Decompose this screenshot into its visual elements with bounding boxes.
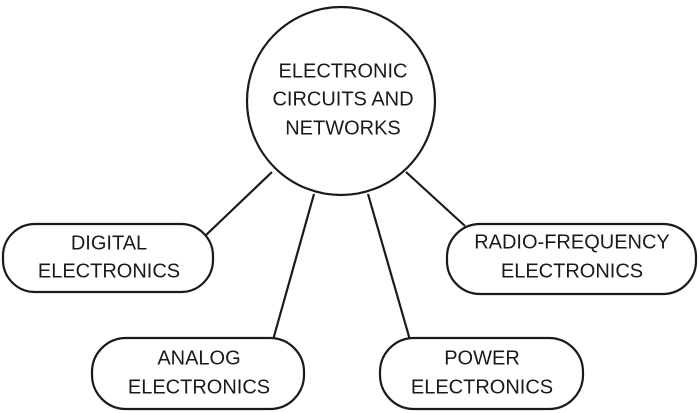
node-digital-label-line-2: ELECTRONICS [38,260,180,282]
node-analog-label-line-2: ELECTRONICS [128,376,270,398]
node-power-box [378,336,585,411]
center-node: ELECTRONIC CIRCUITS AND NETWORKS [245,5,437,197]
node-analog-label-line-1: ANALOG [157,347,240,369]
node-rf-electronics: RADIO-FREQUENCY ELECTRONICS [445,222,698,296]
node-digital-label-line-1: DIGITAL [71,232,147,254]
connector-center-to-digital [204,171,273,237]
connector-center-to-power [366,193,412,341]
connector-center-to-rf [405,171,466,227]
node-digital-box [1,222,215,294]
node-power-label-line-2: ELECTRONICS [411,376,553,398]
connector-center-to-analog [271,193,316,341]
node-rf-label-line-1: RADIO-FREQUENCY [474,231,670,253]
center-node-label-line-1: ELECTRONIC [279,60,408,82]
center-node-label-line-2: CIRCUITS AND [272,88,413,110]
node-analog-electronics: ANALOG ELECTRONICS [90,336,306,411]
center-node-label-line-3: NETWORKS [285,117,401,139]
node-power-label-line-1: POWER [444,347,520,369]
center-node-circle [245,5,437,197]
node-analog-box [90,336,306,411]
node-power-electronics: POWER ELECTRONICS [378,336,585,411]
node-rf-label-line-2: ELECTRONICS [501,260,643,282]
node-digital-electronics: DIGITAL ELECTRONICS [1,222,215,294]
node-rf-box [445,222,698,296]
